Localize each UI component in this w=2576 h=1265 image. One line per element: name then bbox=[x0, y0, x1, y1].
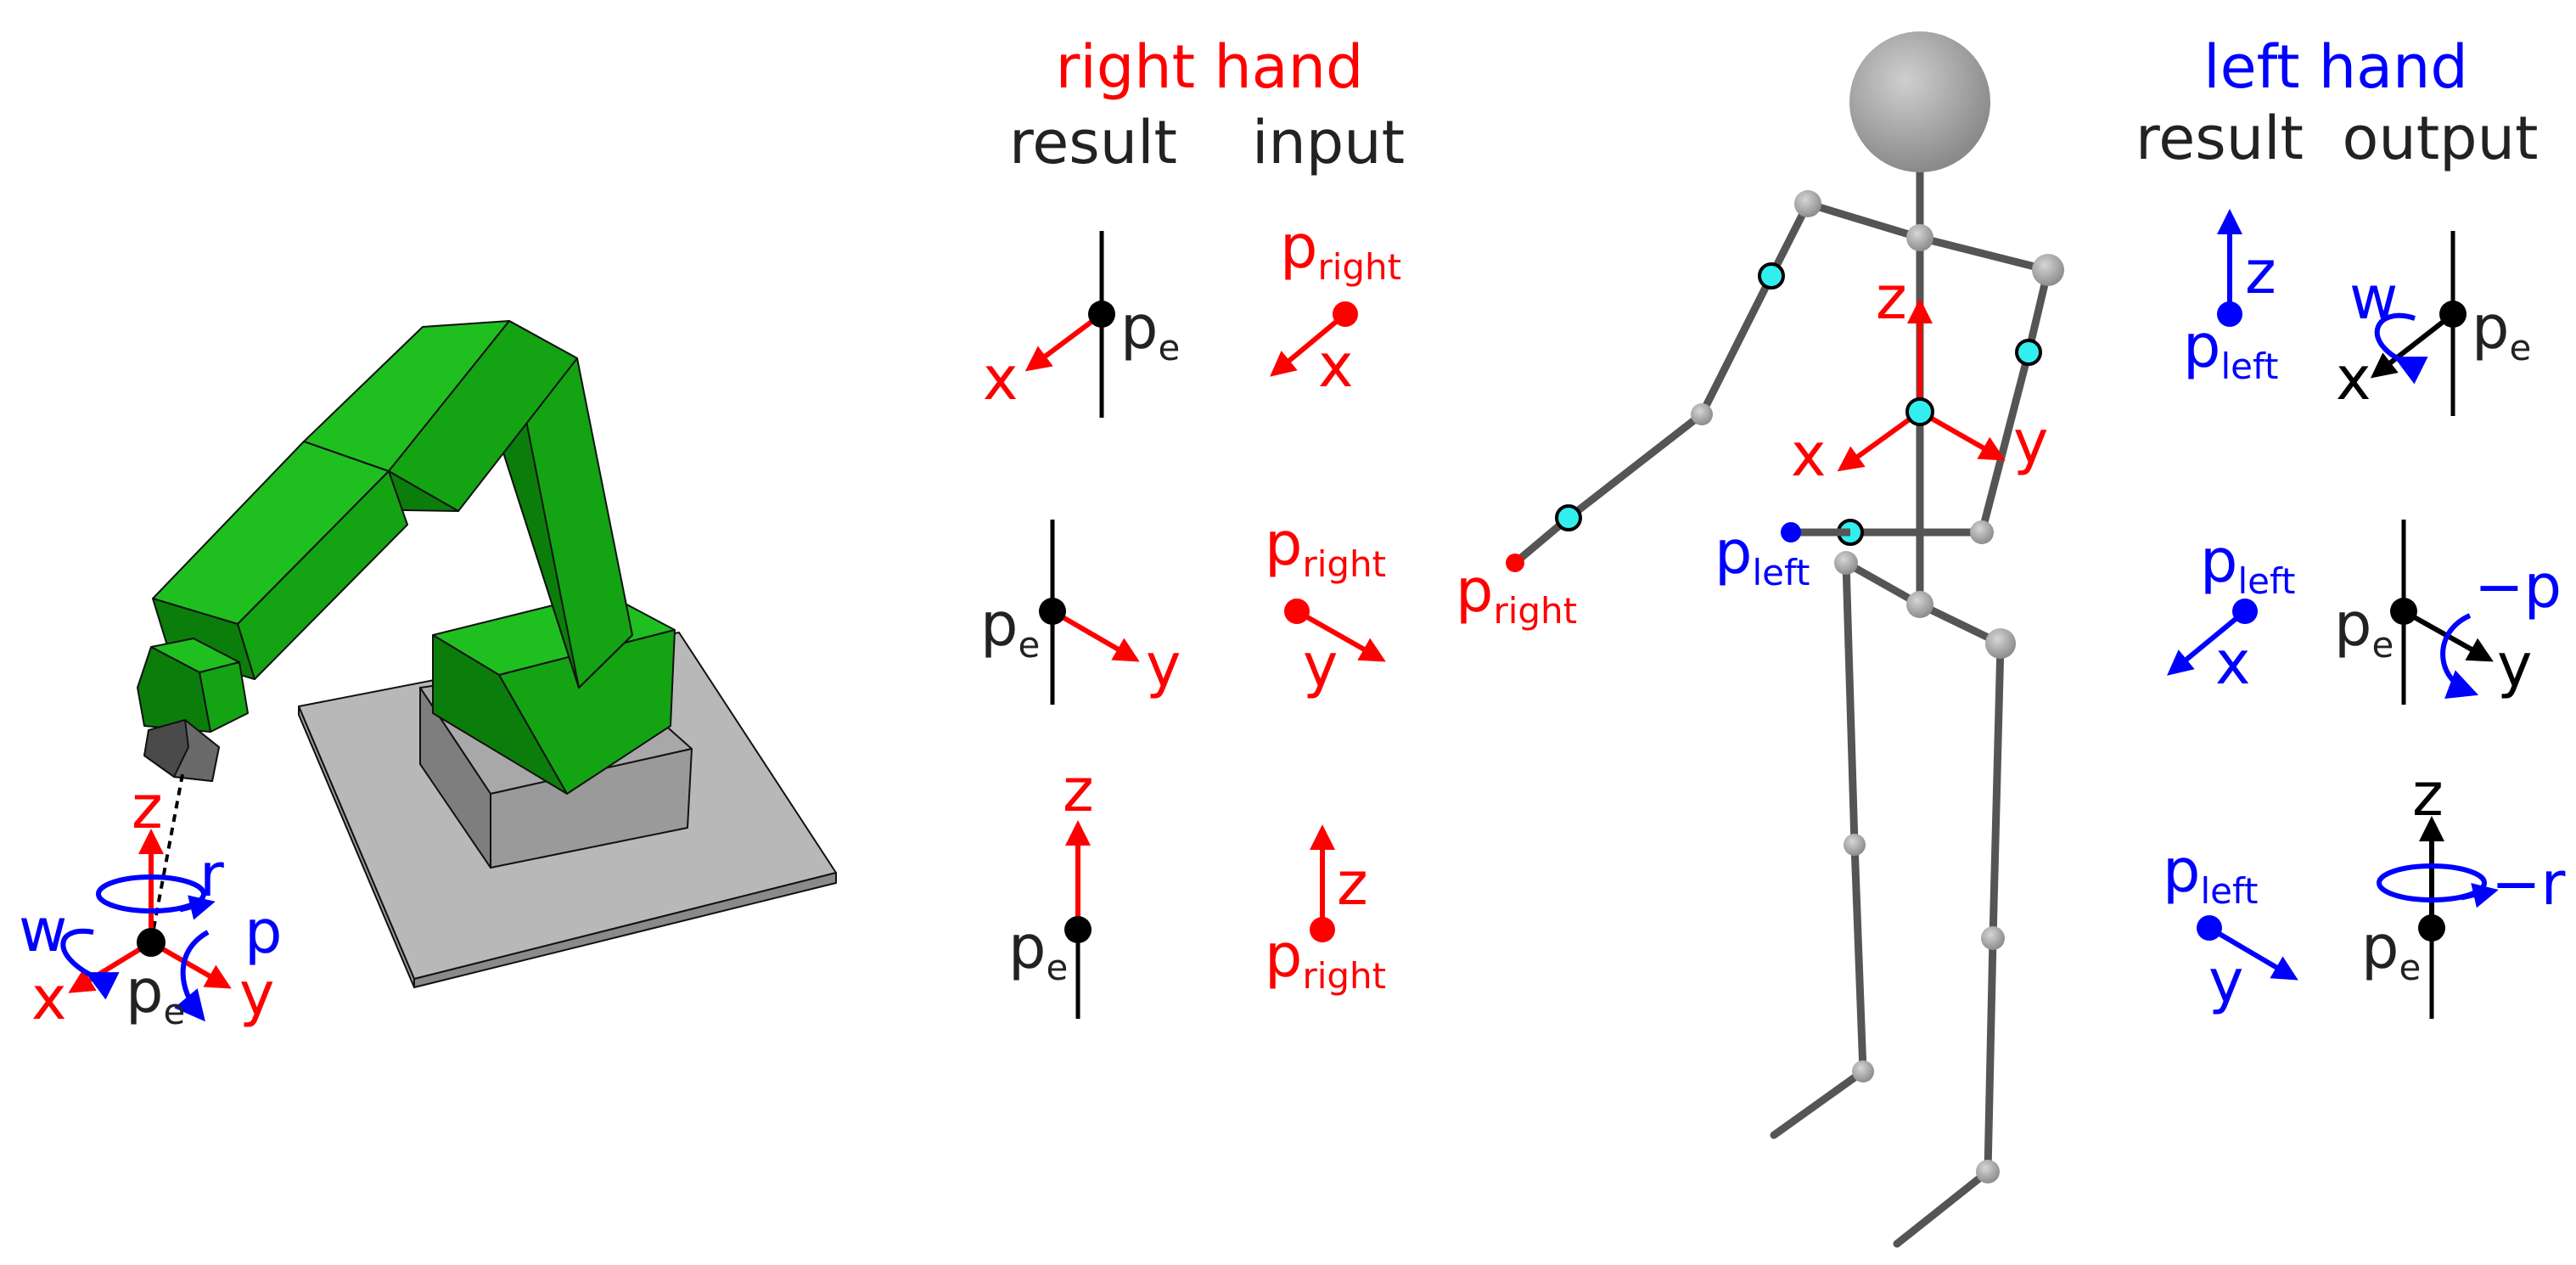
skeleton-head bbox=[1849, 31, 1990, 172]
robot-p-rotation-icon bbox=[174, 930, 210, 1022]
svg-text:w: w bbox=[2349, 263, 2398, 333]
left-output-header: output bbox=[2343, 104, 2539, 173]
p-left-label: pleft bbox=[1715, 518, 1810, 593]
left-result-x: pleft x bbox=[2167, 526, 2295, 698]
svg-text:y: y bbox=[2497, 631, 2532, 700]
right-result-y: pe y bbox=[980, 520, 1181, 705]
svg-text:x: x bbox=[1791, 420, 1826, 490]
robot-pe-label: pe bbox=[126, 957, 185, 1032]
robot-w-label: w bbox=[19, 896, 67, 965]
svg-text:pright: pright bbox=[1265, 921, 1386, 997]
svg-text:pright: pright bbox=[1280, 212, 1401, 288]
skeleton-cyan-markers bbox=[1555, 262, 2042, 546]
svg-text:x: x bbox=[2336, 344, 2371, 413]
svg-text:z: z bbox=[1337, 849, 1368, 919]
chest-frame: z x y bbox=[1791, 263, 2048, 490]
right-result-z: z pe bbox=[1008, 756, 1094, 1019]
svg-text:pleft: pleft bbox=[2163, 836, 2258, 912]
robot-z-label: z bbox=[132, 773, 163, 842]
svg-text:pright: pright bbox=[1265, 509, 1386, 585]
p-left-point bbox=[1781, 522, 1801, 543]
right-result-x: x pe bbox=[983, 231, 1180, 418]
svg-text:pe: pe bbox=[1120, 293, 1180, 368]
svg-text:y: y bbox=[2013, 408, 2048, 477]
svg-text:pe: pe bbox=[2334, 590, 2394, 666]
svg-text:−r: −r bbox=[2491, 849, 2566, 919]
robot-arm-icon bbox=[137, 320, 837, 988]
svg-text:pe: pe bbox=[1008, 913, 1068, 988]
right-input-header: input bbox=[1252, 108, 1405, 177]
p-right-label: pright bbox=[1456, 556, 1577, 632]
tool-axis-line bbox=[149, 773, 184, 943]
svg-text:pe: pe bbox=[2472, 293, 2531, 368]
svg-text:pe: pe bbox=[2361, 913, 2421, 988]
left-result-y: pleft y bbox=[2163, 836, 2298, 1016]
skeleton-joints bbox=[1691, 190, 2064, 1183]
svg-text:pleft: pleft bbox=[2183, 312, 2278, 387]
svg-text:z: z bbox=[1876, 263, 1907, 333]
left-output-z: z −r pe bbox=[2361, 760, 2566, 1019]
robot-p-label: p bbox=[244, 897, 282, 967]
robot-w-rotation-icon bbox=[60, 928, 120, 1000]
svg-text:y: y bbox=[2208, 947, 2243, 1016]
left-result-header: result bbox=[2135, 104, 2304, 173]
human-skeleton-icon bbox=[1511, 166, 2052, 1248]
svg-text:z: z bbox=[1063, 756, 1094, 825]
right-input-y: pright y bbox=[1265, 509, 1386, 700]
left-result-z: z pleft bbox=[2183, 209, 2278, 387]
p-right-point bbox=[1506, 554, 1524, 572]
svg-text:x: x bbox=[1318, 331, 1353, 401]
right-input-z: z pright bbox=[1265, 824, 1386, 997]
robot-ee-frame: z x y r w p pe bbox=[19, 773, 282, 1033]
left-hand-header: left hand bbox=[2203, 32, 2468, 102]
svg-text:z: z bbox=[2412, 760, 2444, 829]
robot-r-label: r bbox=[199, 841, 224, 910]
right-result-header: result bbox=[1009, 108, 1177, 177]
robot-r-rotation-icon bbox=[96, 874, 206, 914]
svg-text:−p: −p bbox=[2474, 552, 2562, 621]
robot-pe-point bbox=[137, 928, 166, 957]
svg-text:z: z bbox=[2245, 238, 2276, 307]
robot-x-label: x bbox=[31, 964, 66, 1033]
svg-text:y: y bbox=[1146, 631, 1181, 700]
svg-text:pleft: pleft bbox=[2200, 526, 2295, 602]
svg-text:pe: pe bbox=[980, 590, 1040, 666]
svg-text:y: y bbox=[1303, 631, 1338, 700]
right-hand-header: right hand bbox=[1056, 32, 1364, 102]
svg-text:x: x bbox=[2215, 628, 2250, 698]
left-output-y: pe −p y bbox=[2334, 520, 2562, 705]
left-output-x: w x pe bbox=[2336, 231, 2531, 416]
robot-y-label: y bbox=[239, 959, 274, 1029]
right-input-x: pright x bbox=[1270, 212, 1401, 401]
svg-text:x: x bbox=[983, 344, 1018, 413]
